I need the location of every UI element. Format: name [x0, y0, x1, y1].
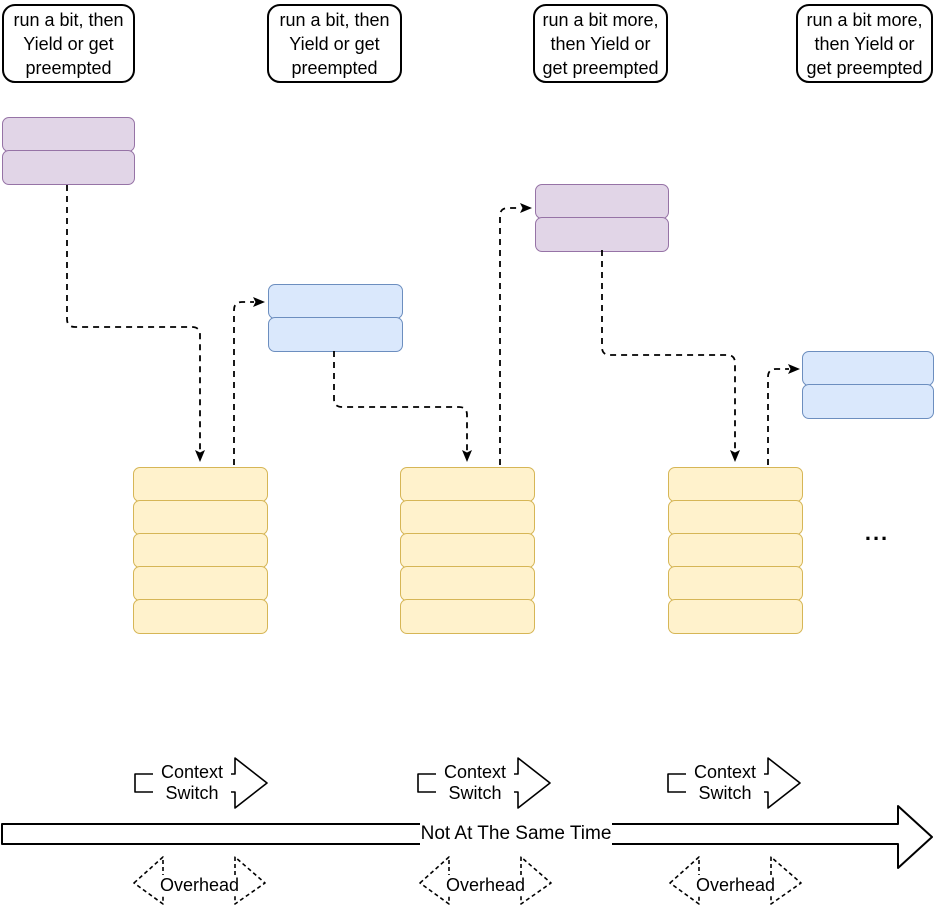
callout-line: preempted: [291, 57, 378, 78]
stack-next-task-2: [802, 351, 934, 419]
continuation-ellipsis: ...: [864, 520, 890, 545]
context-switch-label-2: Context Switch: [436, 762, 514, 804]
stack-slot: [133, 566, 268, 601]
stack-next-task-1: [268, 284, 403, 352]
timeline-label: Not At The Same Time: [420, 823, 612, 845]
stack-run-queue-2: [400, 467, 535, 634]
overhead-label-1: Overhead: [158, 875, 241, 895]
callout-line: get preempted: [806, 57, 923, 78]
callout-line: run a bit more,: [542, 9, 659, 30]
context-switch-label-line: Switch: [448, 783, 502, 803]
arrow-queue2-to-running2: [499, 203, 532, 465]
callout-line: get preempted: [542, 57, 659, 78]
context-switch-label-line: Switch: [698, 783, 752, 803]
context-switch-label-3: Context Switch: [686, 762, 764, 804]
callout-line: run a bit more,: [806, 9, 923, 30]
overhead-label-3: Overhead: [694, 875, 777, 895]
callout-line: Yield or get: [23, 33, 114, 54]
stack-slot: [400, 500, 535, 535]
stack-slot: [133, 599, 268, 634]
callout-line: run a bit, then: [279, 9, 390, 30]
callout-run-a-bit-2: run a bit, then Yield or get preempted: [267, 4, 402, 83]
arrow-next1-to-queue2: [333, 351, 472, 462]
arrow-running1-to-queue1: [66, 185, 205, 462]
stack-slot: [802, 384, 934, 419]
stack-running-task-2: [535, 184, 669, 252]
callout-run-a-bit-more-1: run a bit more, then Yield or get preemp…: [533, 4, 668, 83]
callout-line: then Yield or: [814, 33, 915, 54]
arrow-queue3-to-next2: [767, 364, 800, 465]
stack-slot: [400, 566, 535, 601]
stack-slot: [2, 117, 135, 152]
stack-slot: [2, 150, 135, 185]
context-switch-label-line: Context: [160, 762, 224, 782]
stack-slot: [668, 500, 803, 535]
stack-slot: [268, 317, 403, 352]
arrow-running2-to-queue3: [601, 250, 740, 462]
callout-line: run a bit, then: [13, 9, 124, 30]
context-switch-label-1: Context Switch: [153, 762, 231, 804]
stack-run-queue-3: [668, 467, 803, 634]
stack-slot: [400, 599, 535, 634]
context-switch-label-line: Context: [693, 762, 757, 782]
context-switch-label-line: Switch: [165, 783, 219, 803]
stack-slot: [802, 351, 934, 386]
stack-running-task-1: [2, 117, 135, 185]
stack-run-queue-1: [133, 467, 268, 634]
arrow-queue1-to-next1: [233, 297, 265, 465]
callout-run-a-bit-more-2: run a bit more, then Yield or get preemp…: [796, 4, 933, 83]
context-switch-label-line: Context: [443, 762, 507, 782]
stack-slot: [133, 467, 268, 502]
callout-line: then Yield or: [550, 33, 651, 54]
callout-line: Yield or get: [289, 33, 380, 54]
overhead-label-2: Overhead: [444, 875, 527, 895]
stack-slot: [133, 533, 268, 568]
callout-run-a-bit-1: run a bit, then Yield or get preempted: [2, 4, 135, 83]
callout-line: preempted: [25, 57, 112, 78]
stack-slot: [133, 500, 268, 535]
stack-slot: [668, 599, 803, 634]
